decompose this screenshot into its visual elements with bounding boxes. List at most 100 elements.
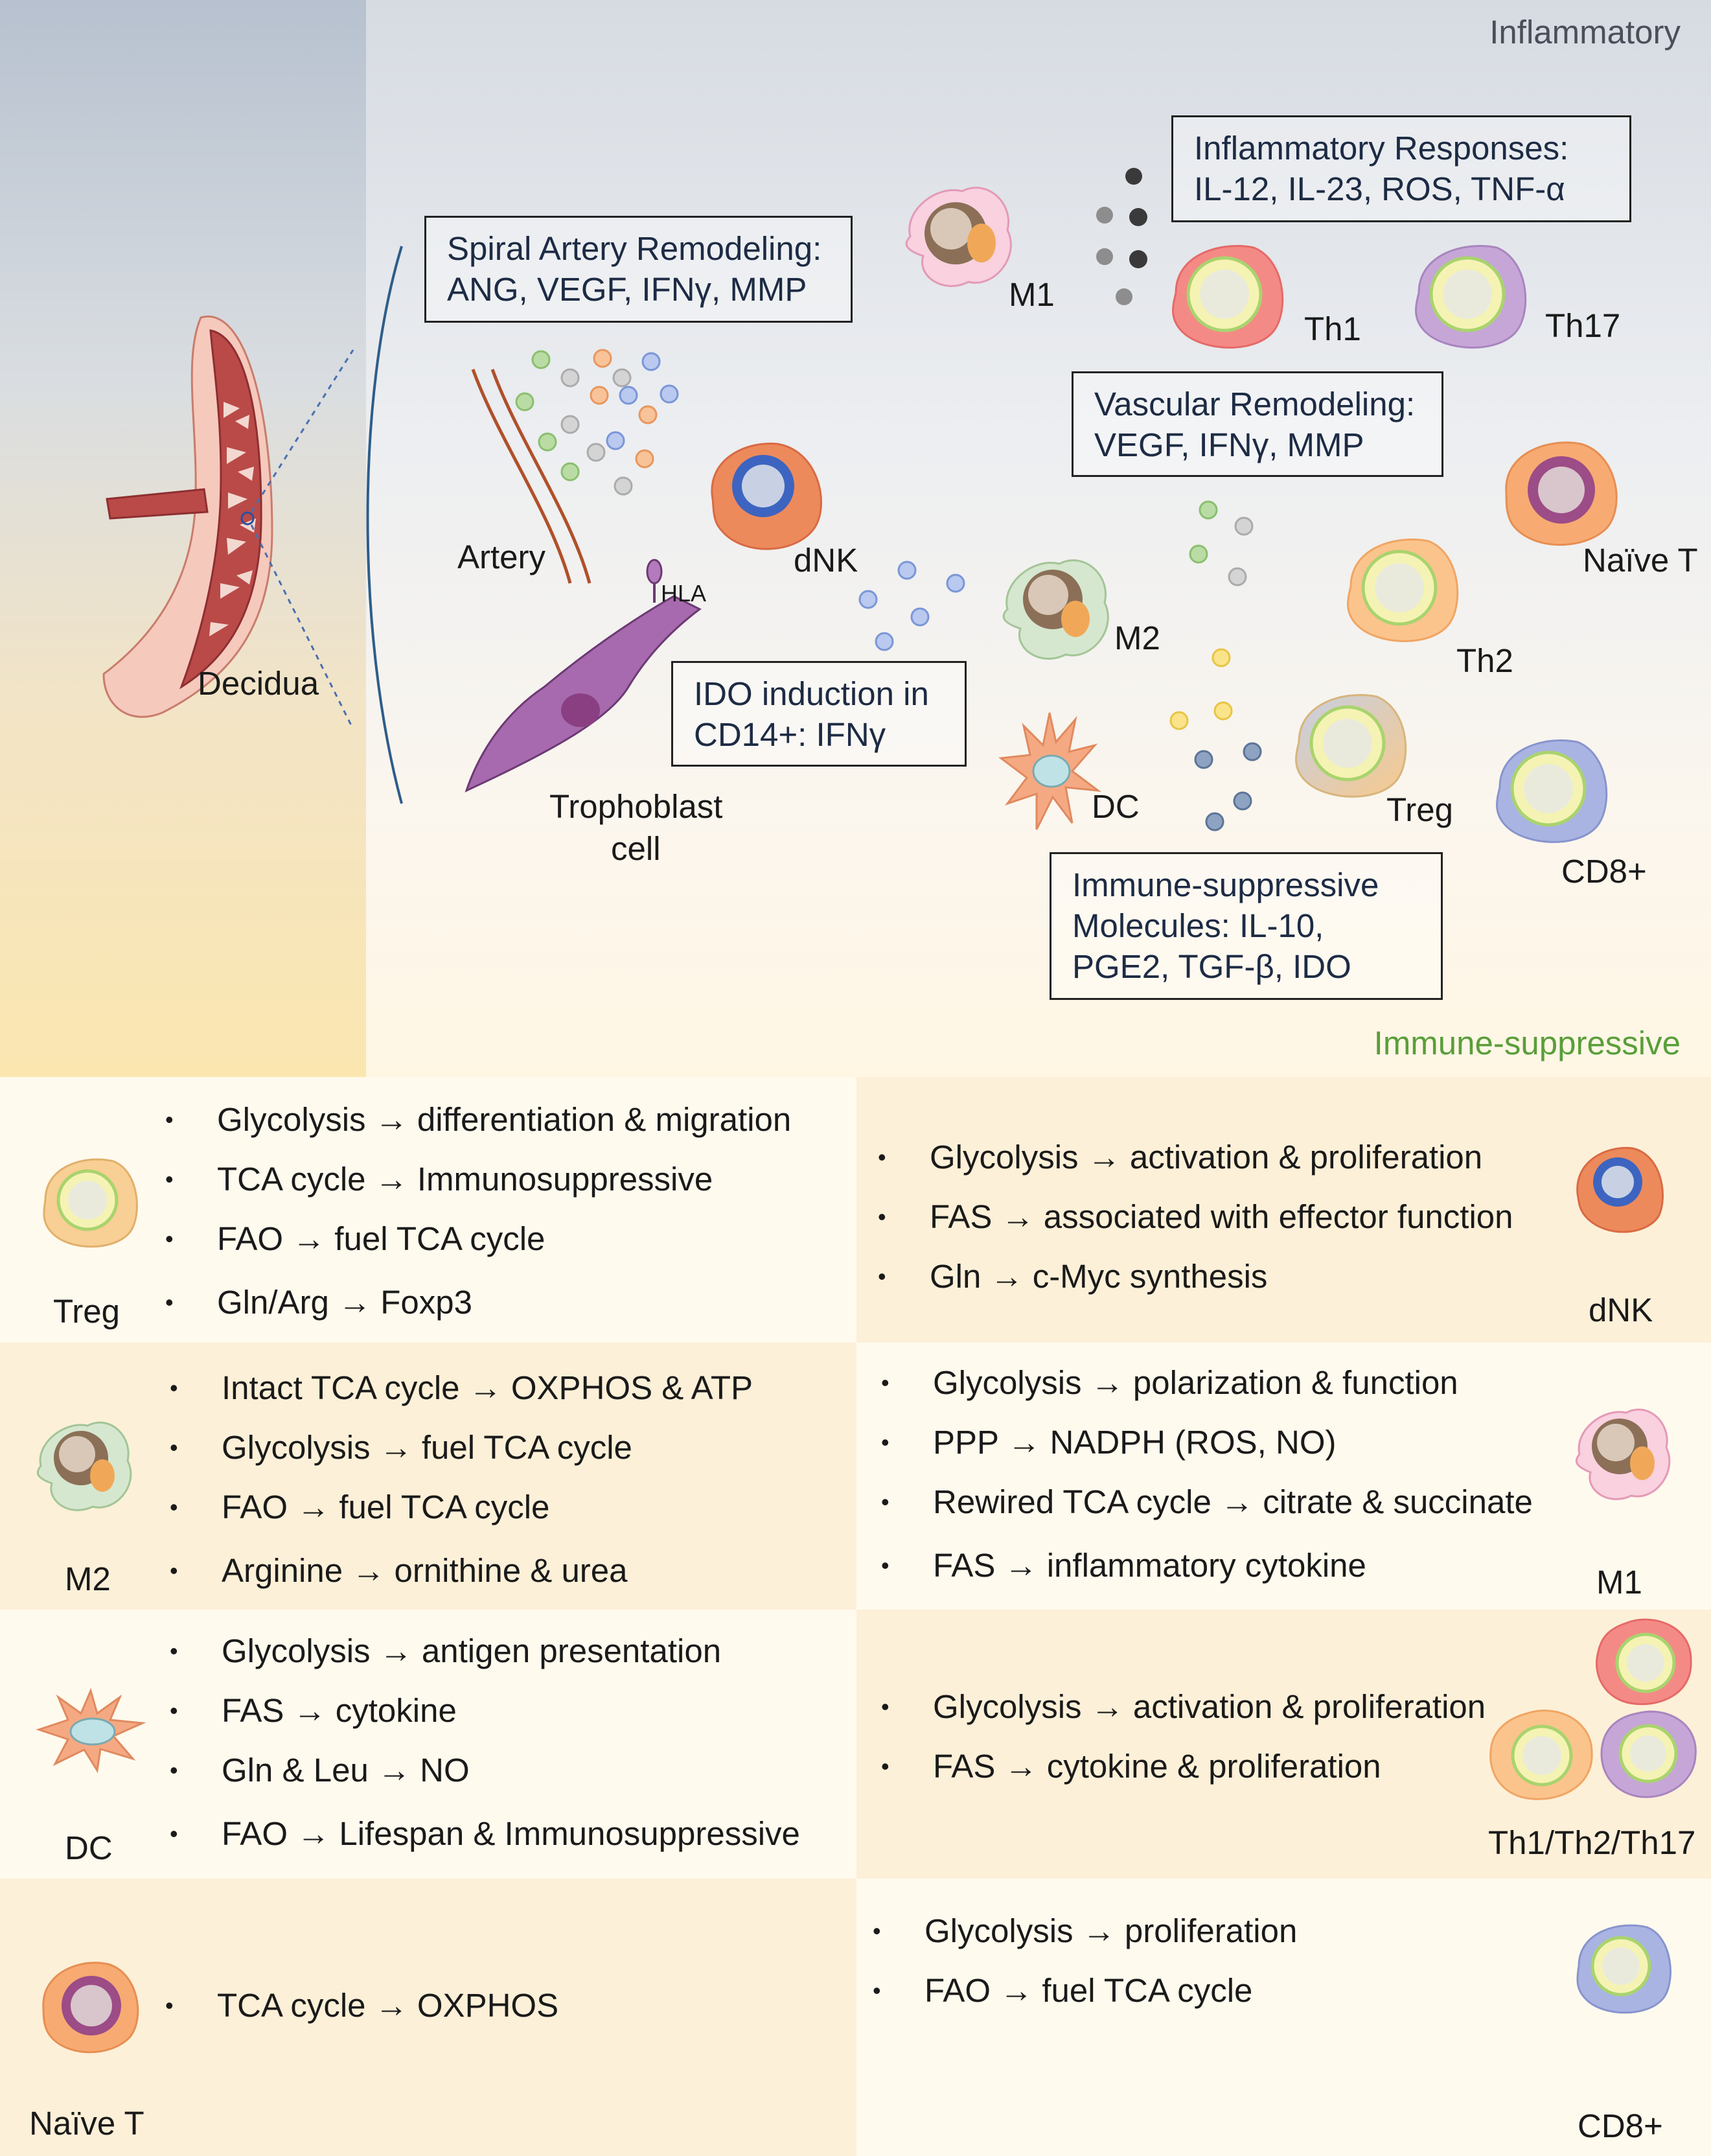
table-cell-m1: Glycolysis → polarization & function PPP… bbox=[856, 1343, 1711, 1610]
cd8-metabolism-list: Glycolysis → proliferation FAO → fuel TC… bbox=[873, 1901, 1297, 2021]
list-item: FAS → cytokine & proliferation bbox=[881, 1737, 1486, 1796]
treg-cell-icon bbox=[1295, 694, 1407, 798]
cd8-cell-icon bbox=[1496, 739, 1608, 843]
dc-label: DC bbox=[1092, 788, 1140, 825]
m2-cell-icon bbox=[1002, 559, 1109, 660]
list-item: Glycolysis → differentiation & migration bbox=[165, 1090, 791, 1150]
box-line: IDO induction in bbox=[694, 675, 929, 712]
m1-row-label: M1 bbox=[1596, 1564, 1642, 1601]
naive-t-row-label: Naïve T bbox=[29, 2105, 144, 2142]
box-line: PGE2, TGF-β, IDO bbox=[1072, 948, 1351, 985]
ido-induction-box: IDO induction in CD14+: IFNγ bbox=[671, 661, 967, 767]
m2-icon bbox=[36, 1421, 132, 1511]
naive-t-icon bbox=[42, 1962, 139, 2054]
vascular-cytokine-dots bbox=[1189, 500, 1254, 586]
trophoblast-label-line2: cell bbox=[611, 830, 661, 867]
table-cell-th-cells: Glycolysis → activation & proliferation … bbox=[856, 1610, 1711, 1879]
dnk-icon bbox=[1576, 1146, 1664, 1233]
th17-label: Th17 bbox=[1545, 307, 1621, 344]
list-item: PPP → NADPH (ROS, NO) bbox=[881, 1413, 1533, 1472]
list-item: Glycolysis → antigen presentation bbox=[170, 1621, 800, 1681]
cytokine-dots bbox=[515, 168, 1262, 831]
th2-cell-icon bbox=[1347, 539, 1459, 642]
th-cells-icon bbox=[1489, 1618, 1697, 1800]
list-item: Gln → c-Myc synthesis bbox=[878, 1247, 1513, 1306]
cd8-icon bbox=[1576, 1924, 1671, 2014]
list-item: Rewired TCA cycle → citrate & succinate bbox=[881, 1472, 1533, 1532]
naive-t-cell-icon bbox=[1505, 441, 1618, 546]
dc-row-label: DC bbox=[65, 1829, 113, 1866]
top-diagram: Inflammatory Immune-suppressive Decidua … bbox=[0, 0, 1711, 1077]
box-line: Molecules: IL-10, bbox=[1072, 907, 1324, 944]
trophoblast-label-line1: Trophoblast bbox=[549, 788, 723, 825]
cd8-row-label: CD8+ bbox=[1578, 2107, 1663, 2144]
box-line: Vascular Remodeling: bbox=[1094, 386, 1416, 423]
box-line: Spiral Artery Remodeling: bbox=[447, 230, 822, 267]
list-item: Intact TCA cycle → OXPHOS & ATP bbox=[170, 1358, 753, 1418]
list-item: FAS → inflammatory cytokine bbox=[881, 1536, 1533, 1595]
decidua-panel-background bbox=[0, 0, 366, 1077]
table-cell-naive-t: Naïve T TCA cycle → OXPHOS bbox=[0, 1879, 856, 2156]
m2-metabolism-list: Intact TCA cycle → OXPHOS & ATP Glycolys… bbox=[170, 1358, 753, 1601]
zoom-bracket bbox=[366, 246, 403, 804]
naive-t-metabolism-list: TCA cycle → OXPHOS bbox=[165, 1976, 558, 2035]
cd8-label: CD8+ bbox=[1561, 853, 1647, 890]
m1-cell-icon bbox=[905, 187, 1012, 287]
list-item: Glycolysis → polarization & function bbox=[881, 1353, 1533, 1413]
dnk-metabolism-list: Glycolysis → activation & proliferation … bbox=[878, 1128, 1513, 1306]
suppressive-cytokine-dots bbox=[1169, 648, 1262, 831]
decidua-illustration bbox=[102, 315, 354, 730]
m1-label: M1 bbox=[1009, 276, 1055, 313]
dc-cell-icon bbox=[998, 712, 1102, 830]
dc-icon bbox=[36, 1687, 146, 1774]
list-item: FAO → fuel TCA cycle bbox=[165, 1209, 791, 1269]
list-item: Glycolysis → activation & proliferation bbox=[881, 1677, 1486, 1737]
magnified-site-marker bbox=[240, 511, 255, 526]
table-cell-cd8: Glycolysis → proliferation FAO → fuel TC… bbox=[856, 1879, 1711, 2156]
th1-label: Th1 bbox=[1304, 310, 1361, 347]
box-line: Immune-suppressive bbox=[1072, 866, 1379, 903]
box-line: IL-12, IL-23, ROS, TNF-α bbox=[1194, 170, 1565, 207]
artery-illustration bbox=[471, 369, 591, 584]
artery-label: Artery bbox=[457, 539, 546, 575]
list-item: FAS → cytokine bbox=[170, 1681, 800, 1741]
gradient-label-immune-suppressive: Immune-suppressive bbox=[1373, 1025, 1681, 1061]
trophoblast-cell-illustration bbox=[465, 559, 702, 793]
treg-metabolism-list: Glycolysis → differentiation & migration… bbox=[165, 1090, 791, 1332]
treg-label: Treg bbox=[1386, 791, 1453, 828]
th2-label: Th2 bbox=[1456, 642, 1513, 679]
box-line: VEGF, IFNγ, MMP bbox=[1094, 426, 1364, 463]
box-line: Inflammatory Responses: bbox=[1194, 130, 1569, 167]
table-cell-dnk: Glycolysis → activation & proliferation … bbox=[856, 1077, 1711, 1343]
box-line: CD14+: IFNγ bbox=[694, 716, 886, 753]
list-item: Arginine → ornithine & urea bbox=[170, 1541, 753, 1601]
table-cell-m2: M2 Intact TCA cycle → OXPHOS & ATP Glyco… bbox=[0, 1343, 856, 1610]
treg-row-label: Treg bbox=[53, 1293, 120, 1330]
spiral-cytokine-dots bbox=[515, 349, 679, 496]
list-item: FAS → associated with effector function bbox=[878, 1187, 1513, 1247]
th1-cell-icon bbox=[1172, 245, 1284, 349]
list-item: Glycolysis → activation & proliferation bbox=[878, 1128, 1513, 1187]
naive-t-label: Naïve T bbox=[1583, 542, 1698, 579]
metabolism-table: Treg Glycolysis → differentiation & migr… bbox=[0, 1077, 1711, 2156]
th-cells-row-label: Th1/Th2/Th17 bbox=[1488, 1824, 1696, 1861]
th17-cell-icon bbox=[1415, 245, 1527, 349]
inflammatory-responses-box: Inflammatory Responses: IL-12, IL-23, RO… bbox=[1171, 115, 1631, 222]
list-item: Gln & Leu → NO bbox=[170, 1741, 800, 1800]
table-cell-treg: Treg Glycolysis → differentiation & migr… bbox=[0, 1077, 856, 1343]
m1-metabolism-list: Glycolysis → polarization & function PPP… bbox=[881, 1353, 1533, 1595]
vascular-remodeling-box: Vascular Remodeling: VEGF, IFNγ, MMP bbox=[1072, 371, 1443, 477]
ido-cytokine-dots bbox=[858, 561, 965, 651]
spiral-artery-remodeling-box: Spiral Artery Remodeling: ANG, VEGF, IFN… bbox=[424, 216, 853, 323]
m1-icon bbox=[1575, 1408, 1671, 1500]
dnk-row-label: dNK bbox=[1589, 1292, 1653, 1328]
inflammatory-cytokine-dots bbox=[1096, 168, 1147, 305]
box-line: ANG, VEGF, IFNγ, MMP bbox=[447, 271, 807, 308]
m2-label: M2 bbox=[1114, 620, 1160, 656]
gradient-label-inflammatory: Inflammatory bbox=[1489, 14, 1681, 51]
th-metabolism-list: Glycolysis → activation & proliferation … bbox=[881, 1677, 1486, 1796]
list-item: FAO → fuel TCA cycle bbox=[170, 1478, 753, 1537]
treg-icon bbox=[43, 1158, 138, 1248]
dnk-label: dNK bbox=[794, 542, 858, 579]
list-item: Glycolysis → fuel TCA cycle bbox=[170, 1418, 753, 1478]
